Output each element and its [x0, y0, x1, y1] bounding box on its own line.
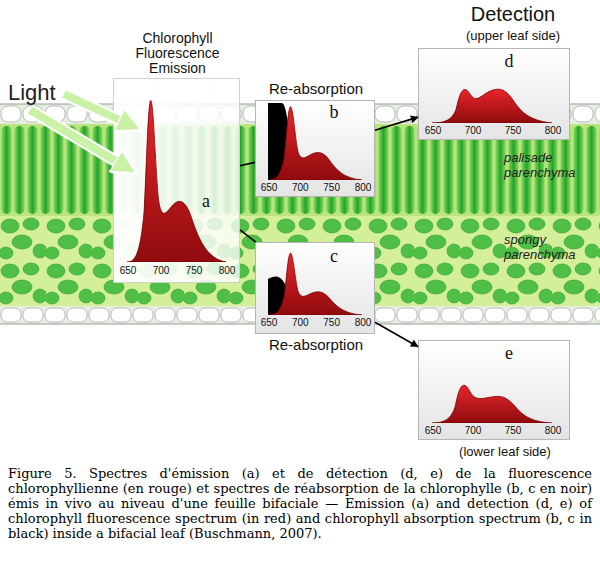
connector-line	[240, 230, 256, 242]
spectrum-panel: e650700750800(lower leaf side)	[418, 340, 570, 440]
connector-arrow	[375, 117, 418, 130]
axis-tick-label: 650	[113, 265, 143, 277]
connector-arrow	[375, 322, 418, 347]
axis-tick-label: 750	[179, 265, 209, 277]
absorption-spectrum	[268, 103, 306, 180]
axis-tick-label: 800	[348, 182, 378, 194]
axis-tick-label: 650	[418, 125, 448, 137]
emission-spectrum	[268, 107, 362, 180]
axis-tick-label: 800	[348, 317, 378, 329]
light-arrow-outline	[64, 94, 128, 124]
panel-letter: d	[499, 51, 519, 71]
axis-tick-label: 700	[458, 125, 488, 137]
axis-tick-label: 650	[418, 425, 448, 437]
detected-spectrum	[432, 385, 552, 423]
spectrum-panel: c650700750800Re-absorption	[255, 242, 375, 334]
panel-letter: c	[324, 246, 344, 266]
panel-letter: a	[196, 191, 216, 211]
layer-label: spongy parenchyma	[504, 232, 584, 262]
light-arrow-outline	[30, 110, 124, 166]
panel-title: Detection	[437, 3, 589, 26]
panel-letter: b	[324, 102, 344, 122]
axis-tick-label: 750	[498, 125, 528, 137]
caption-area: Figure 5. Spectres d'émission (a) et de …	[8, 466, 592, 541]
emission-spectrum	[127, 101, 226, 263]
axis-tick-label: 700	[458, 425, 488, 437]
panel-subtitle: (lower leaf side)	[429, 444, 581, 460]
axis-tick-label: 700	[285, 317, 315, 329]
axis-tick-label: 750	[317, 317, 347, 329]
detected-spectrum	[432, 89, 552, 123]
light-arrow	[30, 110, 124, 166]
spectrum-panel: Detection(upper leaf side)d650700750800	[418, 48, 570, 140]
axis-tick-label: 700	[146, 265, 176, 277]
panel-heading: Re-absorption	[256, 336, 376, 354]
axis-tick-label: 650	[254, 182, 284, 194]
panel-letter: e	[499, 343, 519, 363]
spectrum-panel: Re-absorptionb650700750800	[255, 100, 375, 197]
spectrum-panel: Chlorophyll Fluorescence Emissiona650700…	[113, 78, 240, 283]
figure-caption: Figure 5. Spectres d'émission (a) et de …	[8, 466, 592, 541]
emission-spectrum	[268, 253, 362, 315]
axis-tick-label: 800	[538, 125, 568, 137]
absorption-spectrum	[268, 276, 299, 315]
light-label: Light	[8, 80, 78, 106]
panel-subtitle: (upper leaf side)	[437, 28, 589, 44]
axis-tick-label: 750	[317, 182, 347, 194]
connector-line	[240, 162, 255, 165]
light-arrow	[64, 94, 128, 124]
axis-tick-label: 800	[212, 265, 242, 277]
axis-tick-label: 650	[254, 317, 284, 329]
axis-tick-label: 700	[285, 182, 315, 194]
panel-heading: Re-absorption	[256, 80, 376, 98]
panel-heading: Chlorophyll Fluorescence Emission	[109, 31, 246, 76]
layer-label: palisade parenchyma	[504, 150, 584, 180]
axis-tick-label: 750	[498, 425, 528, 437]
axis-tick-label: 800	[538, 425, 568, 437]
